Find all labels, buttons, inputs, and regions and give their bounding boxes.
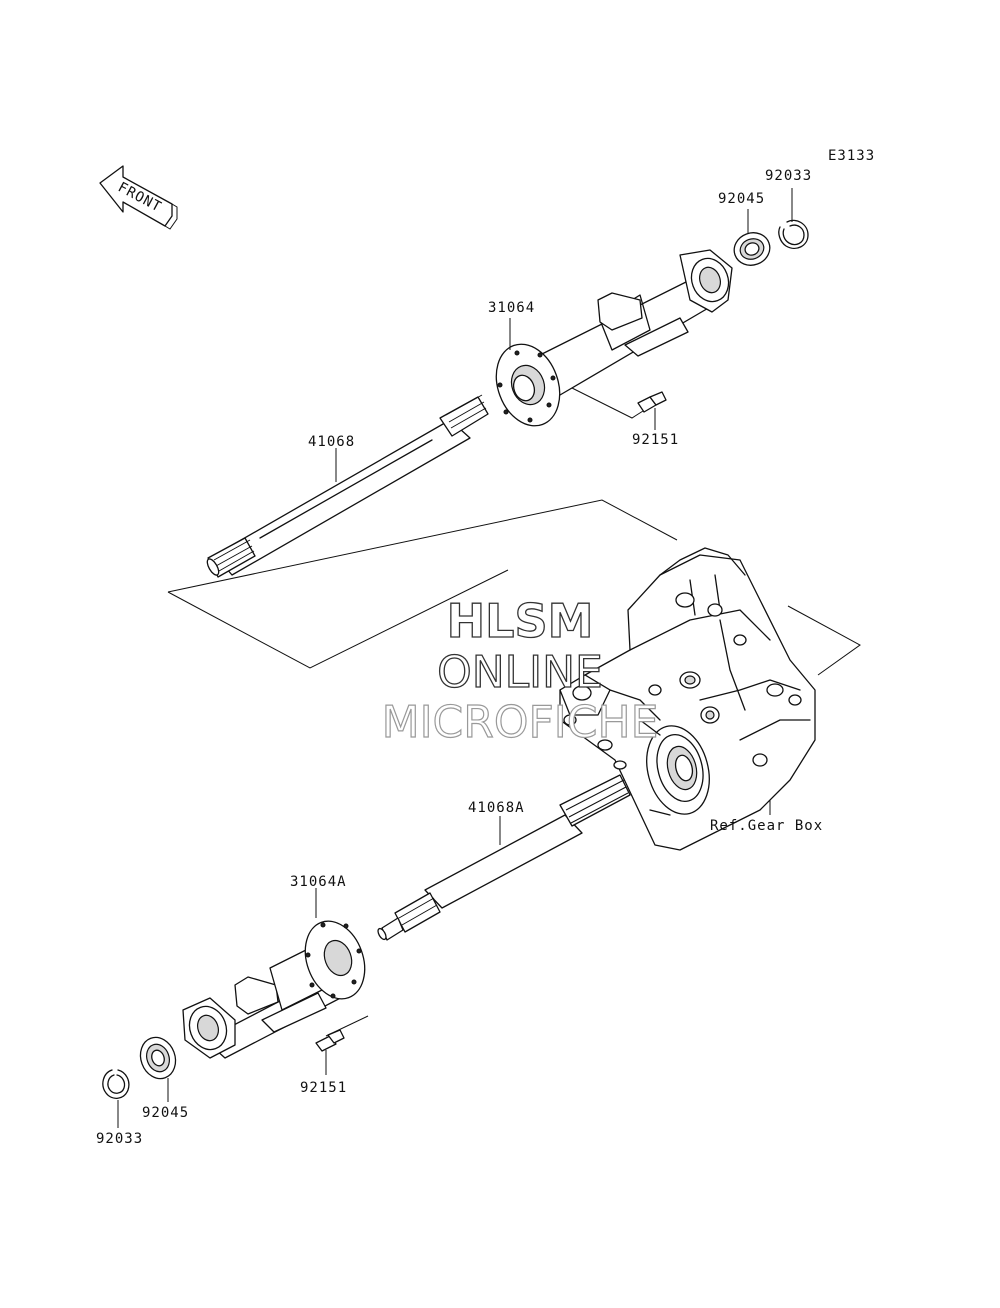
label-31064A: 31064A [290,874,347,890]
label-41068: 41068 [308,434,355,450]
front-arrow-icon: FRONT [99,165,178,230]
watermark-line1: HLSM [447,594,594,648]
label-92151-lower: 92151 [300,1080,347,1096]
watermark-line3: MICROFICHE [382,697,659,748]
bracket-line-3 [787,605,861,676]
watermark: HLSM ONLINE MICROFICHE [381,593,659,748]
bracket-line-2 [167,569,509,669]
label-92045-upper: 92045 [718,191,765,207]
gearbox [559,547,816,851]
bracket-line-1 [167,499,678,593]
label-31064: 31064 [488,300,535,316]
circlip-upper [778,219,809,250]
label-41068A: 41068A [468,800,525,816]
housing-upper [495,249,733,427]
bearing-upper [733,232,771,266]
housing-lower [182,920,366,1059]
watermark-line2: ONLINE [437,647,603,698]
label-92033-upper: 92033 [765,168,812,184]
diagram-code: E3133 [828,148,875,164]
shaft-upper [206,394,489,578]
label-92151-upper: 92151 [632,432,679,448]
shaft-lower [377,774,631,941]
label-ref-gear-box: Ref.Gear Box [710,818,823,834]
circlip-lower [102,1069,130,1099]
bearing-lower [139,1036,177,1080]
bolt-upper [637,391,667,413]
bolt-lower [315,1029,345,1052]
label-92045-lower: 92045 [142,1105,189,1121]
label-92033-lower: 92033 [96,1131,143,1147]
